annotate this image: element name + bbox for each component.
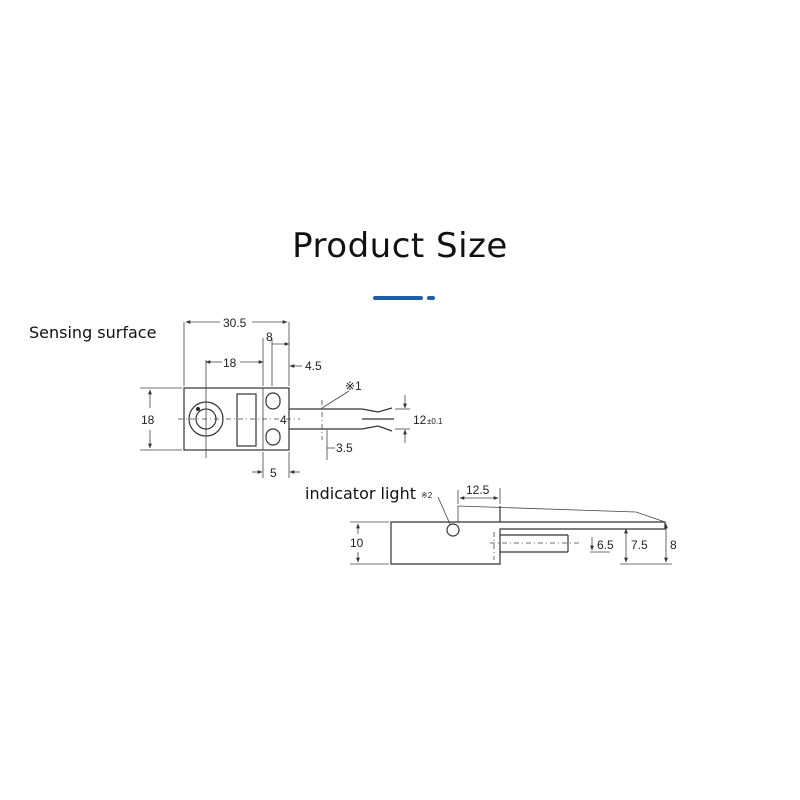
- top-view: 30.5 18 8 4.5 18 ※1 12 ±0.1 4 3: [140, 316, 443, 480]
- side-view: ※2 12.5 10 6.5 7.5 8: [350, 483, 677, 565]
- dim-12-5: 12.5: [466, 483, 490, 497]
- title-underline-dot: [427, 296, 435, 300]
- dim-overall-width: 30.5: [223, 316, 247, 330]
- dim-cable-tolerance: ±0.1: [427, 417, 443, 426]
- dim-slot-width: 8: [266, 330, 273, 344]
- indicator-light-label: indicator light: [305, 484, 416, 503]
- dim-10: 10: [350, 536, 364, 550]
- dim-7-5: 7.5: [631, 538, 648, 552]
- dim-hole-pitch: 18: [223, 356, 237, 370]
- sensing-surface-label: Sensing surface: [29, 323, 157, 342]
- sensing-surface-dot: [196, 407, 200, 411]
- note-2: ※2: [421, 491, 433, 500]
- cable-wires: [361, 407, 394, 432]
- dim-4: 4: [280, 413, 287, 427]
- dim-5: 5: [270, 466, 277, 480]
- mount-hole-bottom: [265, 428, 281, 446]
- note-1: ※1: [345, 379, 362, 393]
- dim-8: 8: [670, 538, 677, 552]
- dim-3-5: 3.5: [336, 441, 353, 455]
- dim-height: 18: [141, 413, 155, 427]
- indicator-window: [236, 393, 257, 447]
- page-title: Product Size: [292, 226, 508, 266]
- side-plate-outline: [457, 505, 666, 523]
- dim-6-5: 6.5: [597, 538, 614, 552]
- indicator-light-circle: [446, 523, 460, 537]
- dim-offset: 4.5: [305, 359, 322, 373]
- mount-hole-top: [265, 392, 281, 410]
- dim-cable: 12: [413, 413, 427, 427]
- title-underline: [373, 296, 423, 300]
